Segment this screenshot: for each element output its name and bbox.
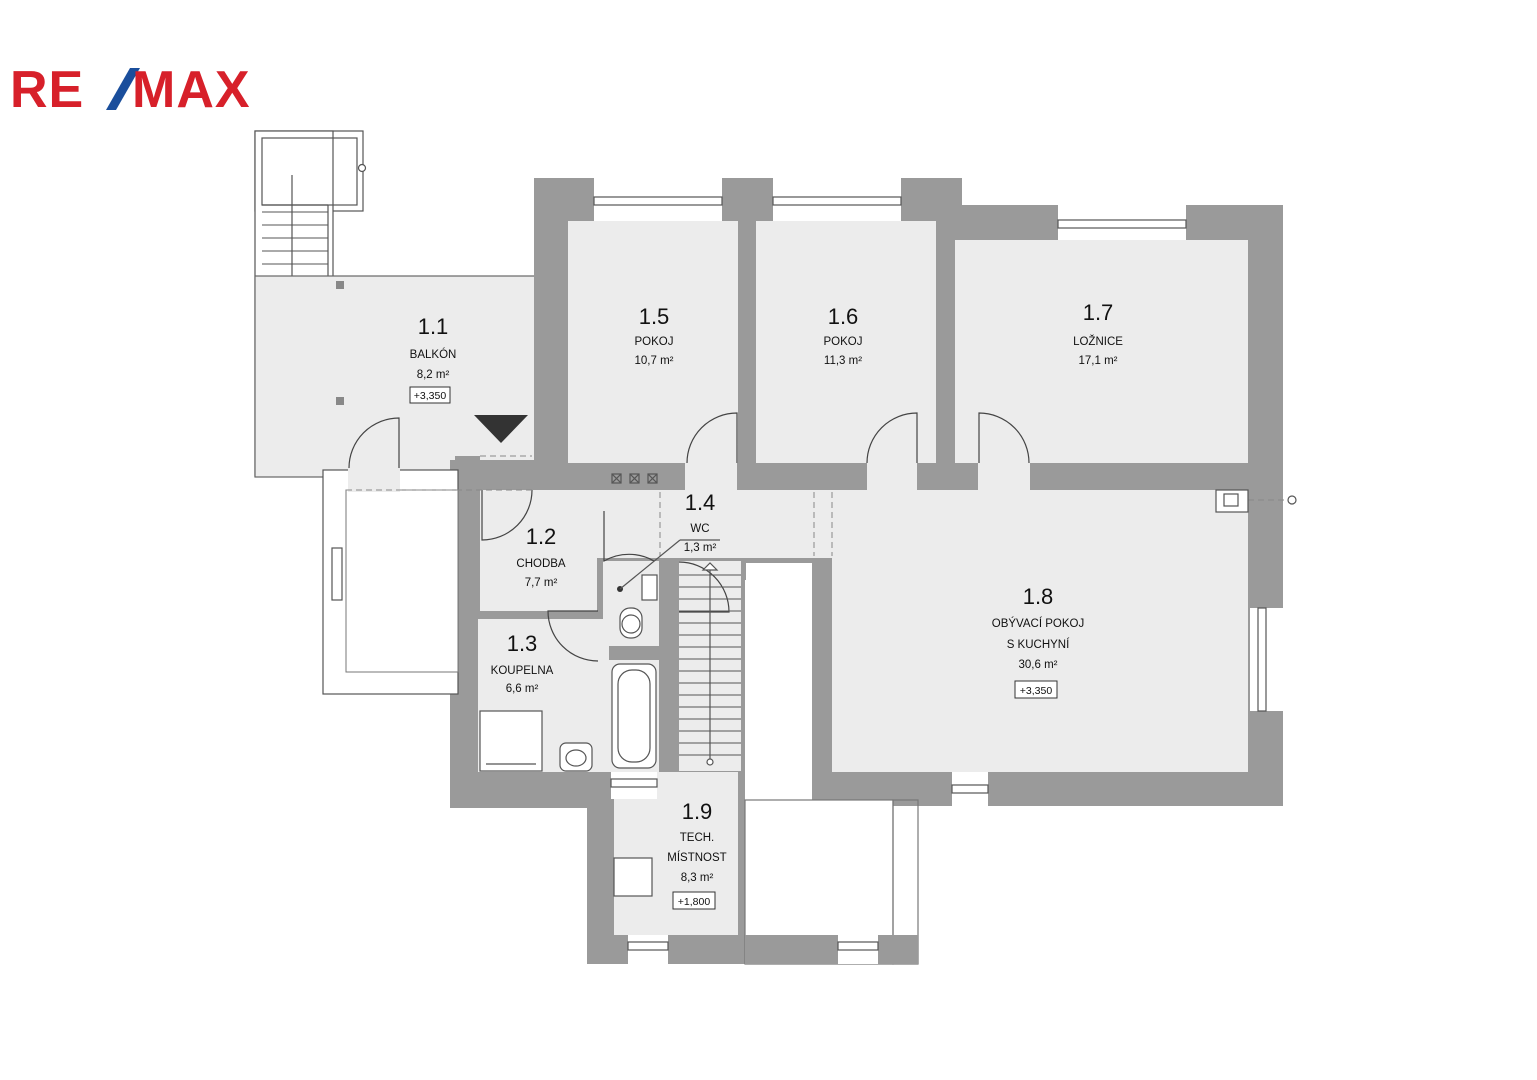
left-annex [322, 469, 459, 695]
room-area: 8,2 m² [417, 369, 450, 381]
room-number: 1.1 [418, 314, 449, 339]
room-area: 8,3 m² [681, 872, 714, 884]
room-labels: 1.1 BALKÓN 8,2 m² +3,350 1.2 CHODBA 7,7 … [409, 300, 1123, 910]
room-number: 1.6 [828, 304, 859, 329]
room-number: 1.2 [526, 524, 557, 549]
room-number: 1.9 [682, 799, 713, 824]
room-obyvaci-pokoj [832, 490, 1248, 772]
room-name: KOUPELNA [491, 665, 554, 677]
room-area: 7,7 m² [525, 577, 558, 589]
shower [479, 710, 543, 772]
remax-logo: RE MAX [10, 61, 251, 119]
room-area: 30,6 m² [1019, 659, 1058, 671]
room-chodba [480, 490, 597, 611]
room-area: 10,7 m² [635, 355, 674, 367]
room-pokoj-1-5 [568, 221, 738, 463]
svg-text:MAX: MAX [132, 61, 251, 119]
room-area: 17,1 m² [1079, 355, 1118, 367]
room-name: MÍSTNOST [667, 851, 726, 864]
room-name: POKOJ [824, 336, 863, 348]
bathtub [611, 663, 657, 769]
room-name: TECH. [680, 832, 715, 844]
room-number: 1.8 [1023, 584, 1054, 609]
fixtures [479, 539, 720, 897]
room-level: +3,350 [414, 390, 447, 402]
room-name: BALKÓN [410, 348, 457, 361]
room-interiors [478, 221, 1248, 935]
room-name: POKOJ [635, 336, 674, 348]
room-pokoj-1-6 [756, 221, 936, 463]
room-area: 6,6 m² [506, 683, 539, 695]
room-number: 1.3 [507, 631, 538, 656]
room-name: OBÝVACÍ POKOJ [992, 617, 1084, 630]
room-area: 1,3 m² [684, 542, 717, 554]
svg-text:RE: RE [10, 61, 84, 119]
washbasin [559, 742, 593, 772]
doors [346, 412, 1297, 662]
room-number: 1.5 [639, 304, 670, 329]
room-number: 1.4 [685, 490, 716, 515]
room-level: +3,350 [1020, 685, 1053, 697]
room-area: 11,3 m² [824, 355, 862, 367]
room-name: S KUCHYNÍ [1007, 638, 1070, 651]
windows [593, 178, 1283, 964]
room-number: 1.7 [1083, 300, 1114, 325]
room-name: WC [690, 523, 709, 535]
boiler [613, 857, 653, 897]
wc-sink [641, 574, 658, 601]
room-balcony [254, 275, 536, 478]
room-name: LOŽNICE [1073, 335, 1123, 348]
room-name: CHODBA [516, 558, 566, 570]
room-loznice [955, 240, 1248, 463]
room-level: +1,800 [678, 896, 711, 908]
